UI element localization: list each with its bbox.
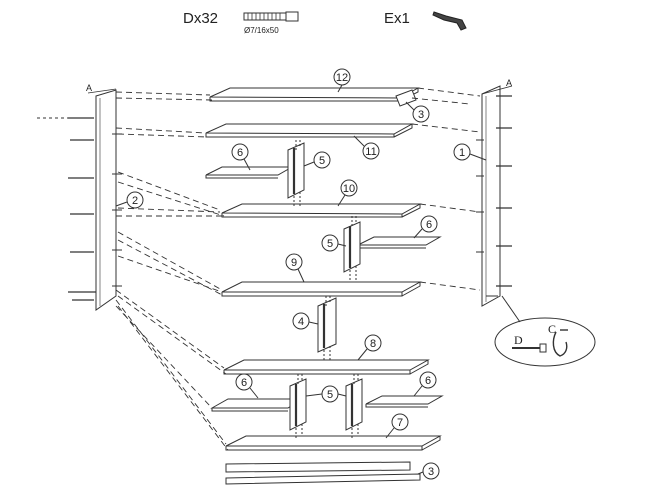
shelf-8 (223, 359, 430, 375)
divider-4 (317, 296, 337, 362)
shelf-6-low-left (210, 398, 304, 412)
shelf-12 (209, 87, 420, 102)
callout-label: 6 (426, 219, 432, 231)
assembly-guide-lines (36, 87, 481, 451)
callout-label: 8 (370, 338, 376, 350)
left-side-panel: A (68, 83, 122, 311)
panel-edge-label-right: A (506, 78, 512, 88)
callout-8: 8 (357, 334, 382, 361)
detail-label-cam: C (548, 322, 556, 336)
shelf-6-mid-right (357, 236, 442, 249)
callout-label: 3 (428, 466, 434, 478)
shelf-6-top-left (205, 166, 294, 179)
callout-1: 1 (453, 143, 487, 161)
dowel-size: Ø7/16x50 (244, 26, 279, 35)
callout-12: 12 (333, 68, 351, 93)
dowel-icon (243, 11, 299, 22)
callout-6-d: 6 (413, 371, 437, 397)
callout-10: 10 (337, 179, 358, 207)
callout-6-a: 6 (231, 143, 251, 171)
shelf-10 (221, 203, 422, 218)
callout-9: 9 (285, 253, 305, 283)
dowel-quantity: Dx32 (183, 10, 219, 27)
callout-label: 3 (418, 109, 424, 121)
callout-label: 6 (241, 377, 247, 389)
callout-7: 7 (385, 413, 409, 439)
callout-label: 4 (298, 316, 304, 328)
callout-5-a: 5 (303, 151, 331, 169)
callout-label: 11 (365, 146, 376, 158)
divider-5-top (287, 140, 305, 208)
divider-5-low-right (345, 374, 363, 438)
callout-label: 5 (327, 238, 333, 250)
callout-6-b: 6 (413, 215, 438, 239)
dowel-cam-detail: D C (494, 295, 596, 367)
callout-label: 12 (336, 72, 348, 84)
callouts: 12 3 11 6 5 2 10 (115, 68, 487, 480)
callout-3-bottom: 3 (417, 462, 440, 480)
callout-label: 6 (237, 147, 243, 159)
callout-label: 5 (319, 155, 325, 167)
shelf-11 (205, 123, 414, 138)
callout-label: 10 (343, 183, 355, 195)
panel-edge-label: A (86, 83, 92, 93)
plinth-3-bottom (225, 461, 421, 485)
callout-label: 5 (327, 389, 333, 401)
callout-5-c: 5 (305, 385, 347, 403)
callout-label: 2 (132, 195, 138, 207)
divider-5-low-left (289, 374, 307, 438)
callout-6-c: 6 (235, 373, 259, 399)
callout-label: 6 (425, 375, 431, 387)
callout-5-b: 5 (321, 234, 347, 252)
divider-5-mid (343, 216, 361, 282)
callout-2: 2 (115, 191, 144, 209)
callout-label: 7 (397, 417, 403, 429)
detail-label-dowel: D (514, 333, 523, 347)
shelf-6-low-right (365, 395, 444, 408)
right-side-panel: A (476, 78, 513, 307)
plinth-3-top (395, 89, 417, 107)
callout-label: 1 (459, 147, 465, 159)
callout-3-top: 3 (405, 101, 430, 123)
callout-4: 4 (292, 312, 319, 330)
allen-key-icon (432, 11, 467, 31)
callout-11: 11 (353, 135, 380, 160)
shelf-7 (225, 435, 442, 451)
shelf-9 (221, 281, 422, 297)
allen-key-quantity: Ex1 (384, 10, 410, 27)
callout-label: 9 (291, 257, 297, 269)
